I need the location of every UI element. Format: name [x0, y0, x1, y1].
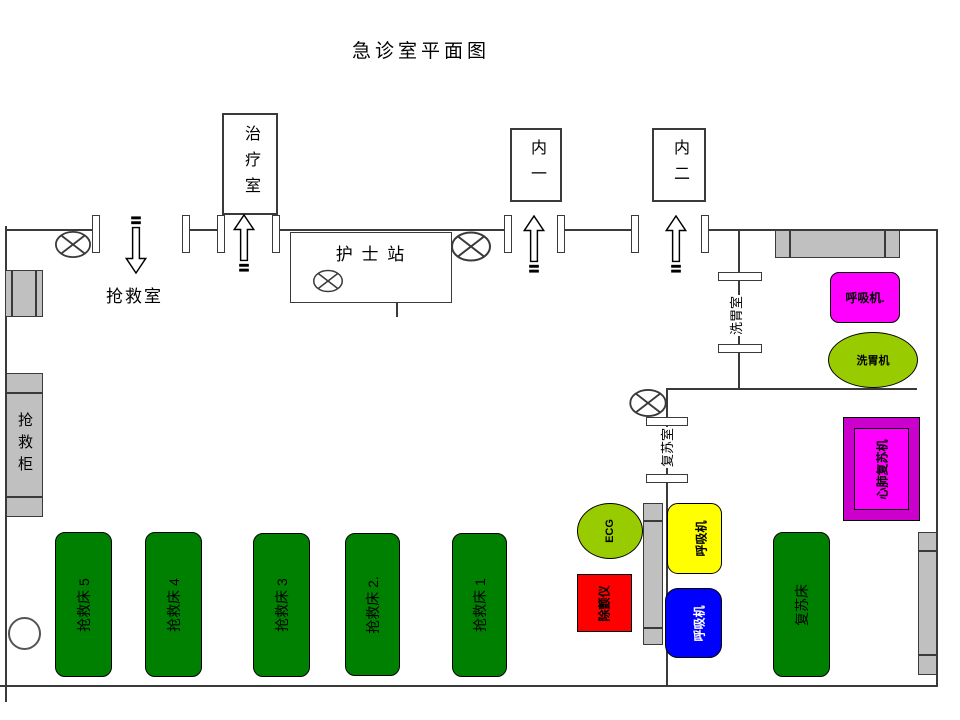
lamp-icon: [629, 389, 667, 417]
rescue-cabinet: 抢救柜: [6, 373, 43, 517]
door-post: [701, 215, 709, 253]
divider: [919, 654, 936, 656]
ecg-monitor: ECG: [577, 503, 643, 559]
door-post: [631, 215, 639, 253]
door-post: [217, 215, 225, 253]
grey-bed-right: [918, 532, 937, 675]
ventilator-yellow: 呼吸机: [667, 503, 722, 574]
divider: [789, 231, 791, 257]
grey-stretcher: [643, 503, 663, 645]
door-bar: [718, 272, 762, 281]
rescue-bed-1: 抢救床 1: [452, 533, 507, 677]
rescue-bed-4-label: 抢救床 4: [165, 577, 182, 632]
door-post: [504, 215, 512, 253]
rescue-cabinet-label: 抢救柜: [16, 412, 33, 478]
gastric-lavage-machine: 洗胃机: [828, 332, 918, 388]
door-arrow-up-icon: [523, 215, 545, 273]
nurse-station-label: 护 士 站: [335, 245, 407, 264]
door-post: [182, 215, 190, 253]
divider: [7, 392, 42, 394]
ecg-monitor-label: ECG: [604, 519, 616, 543]
rescue-bed-5-label: 抢救床 5: [75, 577, 92, 632]
door-post: [272, 215, 280, 253]
grey-bed-top: [775, 230, 900, 258]
ventilator-blue-label: 呼吸机: [692, 604, 707, 642]
resuscitation-bed: 复苏床: [773, 532, 830, 677]
door-bar: [718, 344, 762, 353]
wall-horizontal-mid: [667, 388, 917, 390]
wall-bottom: [0, 685, 938, 687]
rescue-bed-2: 抢救床 2.: [345, 533, 400, 676]
gastric-lavage-machine-label: 洗胃机: [856, 355, 890, 367]
nurse-station: 护 士 站: [290, 232, 452, 303]
page-title: 急诊室平面图: [352, 41, 491, 62]
ventilator-magenta-label: 呼吸机.: [845, 291, 885, 305]
defibrillator-label: 除颤仪: [597, 584, 612, 622]
wall-top-2: [189, 229, 219, 231]
wall-top-4: [565, 229, 633, 231]
ventilator-blue: 呼吸机: [665, 588, 722, 658]
door-arrow-down-icon: [125, 216, 147, 274]
door-bar: [646, 474, 688, 483]
room-internal-2-label: 内二: [671, 139, 688, 191]
divider: [35, 271, 37, 316]
door-arrow-up-icon: [665, 215, 687, 273]
divider: [919, 550, 936, 552]
cpr-machine: 心肺复苏机: [843, 417, 920, 521]
wall-right: [936, 229, 938, 687]
divider: [644, 520, 662, 522]
wall-top-3: [280, 229, 506, 231]
rescue-bed-5: 抢救床 5: [55, 532, 112, 677]
room-treatment-label: 治疗室: [242, 125, 259, 203]
room-rescue-label: 抢救室: [106, 287, 163, 306]
rescue-bed-3-label: 抢救床 3: [273, 578, 290, 632]
ventilator-magenta: 呼吸机.: [830, 272, 900, 323]
divider: [644, 627, 662, 629]
door-post: [92, 215, 100, 253]
cpr-machine-label: 心肺复苏机: [875, 438, 890, 500]
resuscitation-bed-label: 复苏床: [793, 583, 810, 626]
room-gastric-lavage-label: 洗胃室: [726, 294, 746, 336]
ventilator-yellow-label: 呼吸机: [694, 520, 709, 557]
door-post: [557, 215, 565, 253]
nurse-station-stub: [396, 303, 398, 317]
lamp-icon: [55, 231, 91, 258]
wall-cabinet: [5, 270, 43, 317]
defibrillator: 除颤仪: [577, 574, 632, 632]
room-internal-1: 内一: [510, 128, 562, 202]
room-resuscitation-label: 复苏室: [657, 426, 677, 468]
divider: [7, 496, 42, 498]
door-arrow-up-icon: [233, 214, 255, 272]
room-internal-2: 内二: [652, 128, 706, 202]
wall-top-1: [5, 229, 94, 231]
divider: [884, 231, 886, 257]
room-gastric-lavage: 洗胃室: [714, 293, 758, 337]
rescue-bed-4: 抢救床 4: [145, 532, 202, 677]
room-treatment: 治疗室: [222, 113, 278, 215]
rescue-bed-2-label: 抢救床 2.: [364, 575, 381, 634]
lamp-icon: [313, 269, 343, 293]
door-bar: [646, 417, 688, 426]
rescue-bed-1-label: 抢救床 1: [471, 578, 488, 632]
rescue-bed-3: 抢救床 3: [253, 533, 310, 677]
cpr-machine-inner: 心肺复苏机: [854, 428, 909, 510]
stool: [8, 617, 41, 650]
divider: [11, 271, 13, 316]
lamp-icon: [451, 231, 491, 262]
room-resuscitation: 复苏室: [645, 425, 689, 469]
room-internal-1-label: 内一: [528, 139, 545, 191]
